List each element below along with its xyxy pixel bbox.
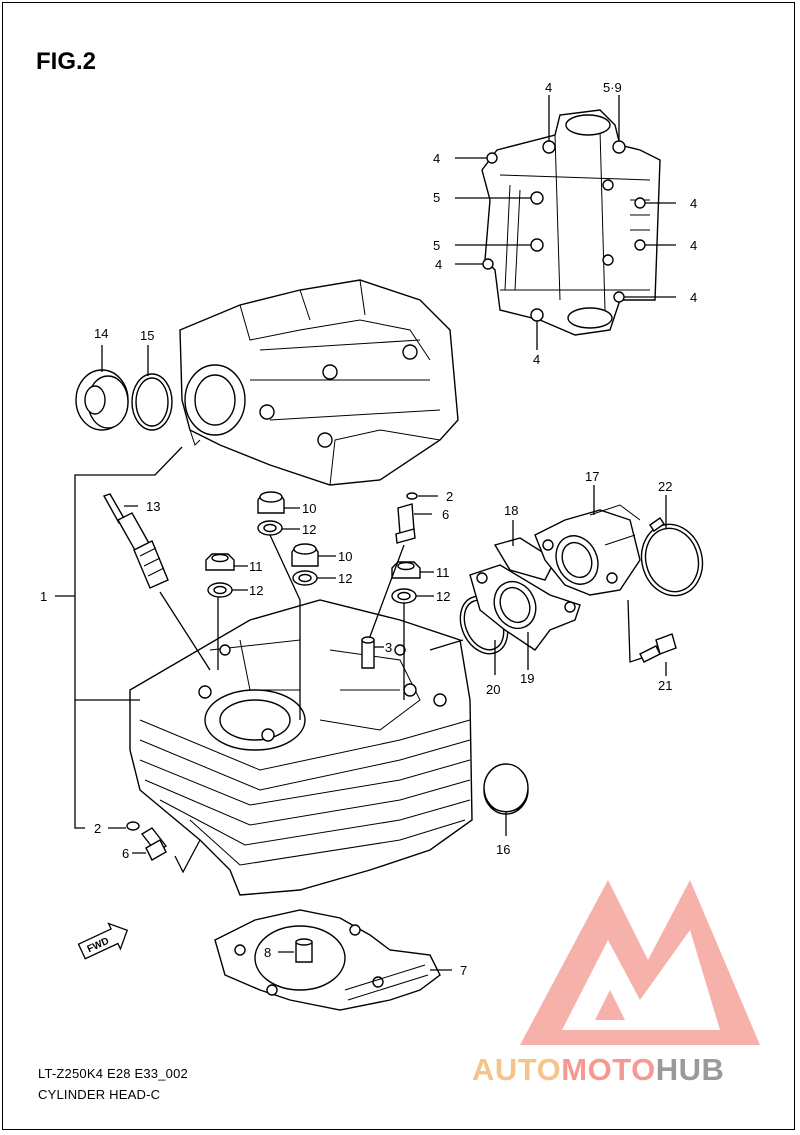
callout-6-lower: 6 — [122, 846, 129, 861]
watermark-word-moto: MOTO — [561, 1052, 656, 1087]
cylinder-gasket-7 — [214, 909, 441, 1011]
callout-3: 3 — [385, 640, 392, 655]
callout-11-right: 11 — [436, 565, 450, 580]
callout-1: 1 — [40, 589, 47, 604]
intake-leaders — [429, 485, 667, 676]
valve-guide-6-upper — [395, 492, 418, 544]
callout-7: 7 — [460, 963, 467, 978]
model-code: LT-Z250K4 E28 E33_002 — [38, 1066, 188, 1081]
callout-14: 14 — [94, 326, 108, 341]
clamp-22 — [640, 517, 704, 597]
callout-labels: 1 2 2 3 4 4 4 4 4 4 4 5·9 5 5 6 6 7 8 10… — [40, 80, 697, 978]
callout-16: 16 — [496, 842, 510, 857]
callout-2-lower: 2 — [94, 821, 101, 836]
leader-13 — [124, 505, 211, 671]
callout-4-top: 4 — [545, 80, 552, 95]
callout-4-bottom: 4 — [533, 352, 540, 367]
watermark-word-auto: AUTO — [472, 1052, 562, 1087]
watermark-logo — [520, 880, 760, 1045]
callout-20: 20 — [486, 682, 500, 697]
callout-13: 13 — [146, 499, 160, 514]
callout-12-right: 12 — [436, 589, 450, 604]
watermark-wordmark: AUTOMOTOHUB — [472, 1052, 724, 1088]
callout-15: 15 — [140, 328, 154, 343]
callout-19: 19 — [520, 671, 534, 686]
valve-guide-6-lower — [126, 821, 168, 861]
callout-8: 8 — [264, 945, 271, 960]
callout-21: 21 — [658, 678, 672, 693]
cap-14 — [75, 369, 129, 431]
cap-nut-10-upper — [257, 491, 285, 514]
gasket-18 — [493, 537, 556, 581]
callout-10-upper: 10 — [302, 501, 316, 516]
callout-22: 22 — [658, 479, 672, 494]
cap-nut-10-lower — [291, 543, 319, 567]
dowel-8 — [295, 938, 313, 963]
cover-callout-leaders — [455, 95, 676, 350]
washer-12-upper — [257, 520, 283, 536]
callout-11-left: 11 — [249, 559, 263, 574]
callout-4-left-a: 4 — [433, 151, 440, 166]
spark-plug-13 — [102, 493, 169, 589]
washer-12-left — [207, 582, 233, 598]
callout-5-b: 5 — [433, 238, 440, 253]
callout-12-left: 12 — [249, 583, 263, 598]
callout-4-right-a: 4 — [690, 196, 697, 211]
callout-6-upper: 6 — [442, 507, 449, 522]
plug-16 — [483, 763, 529, 815]
insulator-19 — [469, 564, 581, 651]
callout-4-right-b: 4 — [690, 238, 697, 253]
washer-12-right — [391, 588, 417, 604]
callout-4-right-c: 4 — [690, 290, 697, 305]
stud-leaders — [217, 507, 434, 720]
o-ring-15 — [131, 373, 173, 431]
callout-5-9: 5·9 — [603, 80, 622, 95]
washer-12-lower — [292, 570, 318, 586]
callout-12-upper: 12 — [302, 522, 316, 537]
callout-2-upper: 2 — [446, 489, 453, 504]
callout-17: 17 — [585, 469, 599, 484]
figure-title: FIG.2 — [36, 48, 97, 75]
callout-4-left-b: 4 — [435, 257, 442, 272]
leader-7-8 — [278, 951, 452, 971]
cylinder-head-body — [129, 599, 473, 896]
leader-2-6-upper — [364, 495, 438, 651]
nut-11-left — [205, 553, 235, 571]
dowel-pin-3 — [361, 636, 375, 669]
callout-5-a: 5 — [433, 190, 440, 205]
fwd-arrow-icon: FWD — [77, 922, 129, 960]
callout-18: 18 — [504, 503, 518, 518]
leader-14-15 — [101, 345, 149, 376]
cylinder-head-cover — [481, 109, 661, 336]
bracket-1 — [55, 446, 183, 829]
callout-10-lower: 10 — [338, 549, 352, 564]
intake-pipe-17 — [534, 504, 641, 596]
section-name: CYLINDER HEAD-C — [38, 1087, 161, 1102]
callout-12-lower: 12 — [338, 571, 352, 586]
bolt-21 — [639, 633, 677, 663]
leader-2-6-lower — [108, 827, 201, 874]
watermark-word-hub: HUB — [655, 1052, 725, 1087]
cylinder-head-upper — [179, 279, 459, 486]
